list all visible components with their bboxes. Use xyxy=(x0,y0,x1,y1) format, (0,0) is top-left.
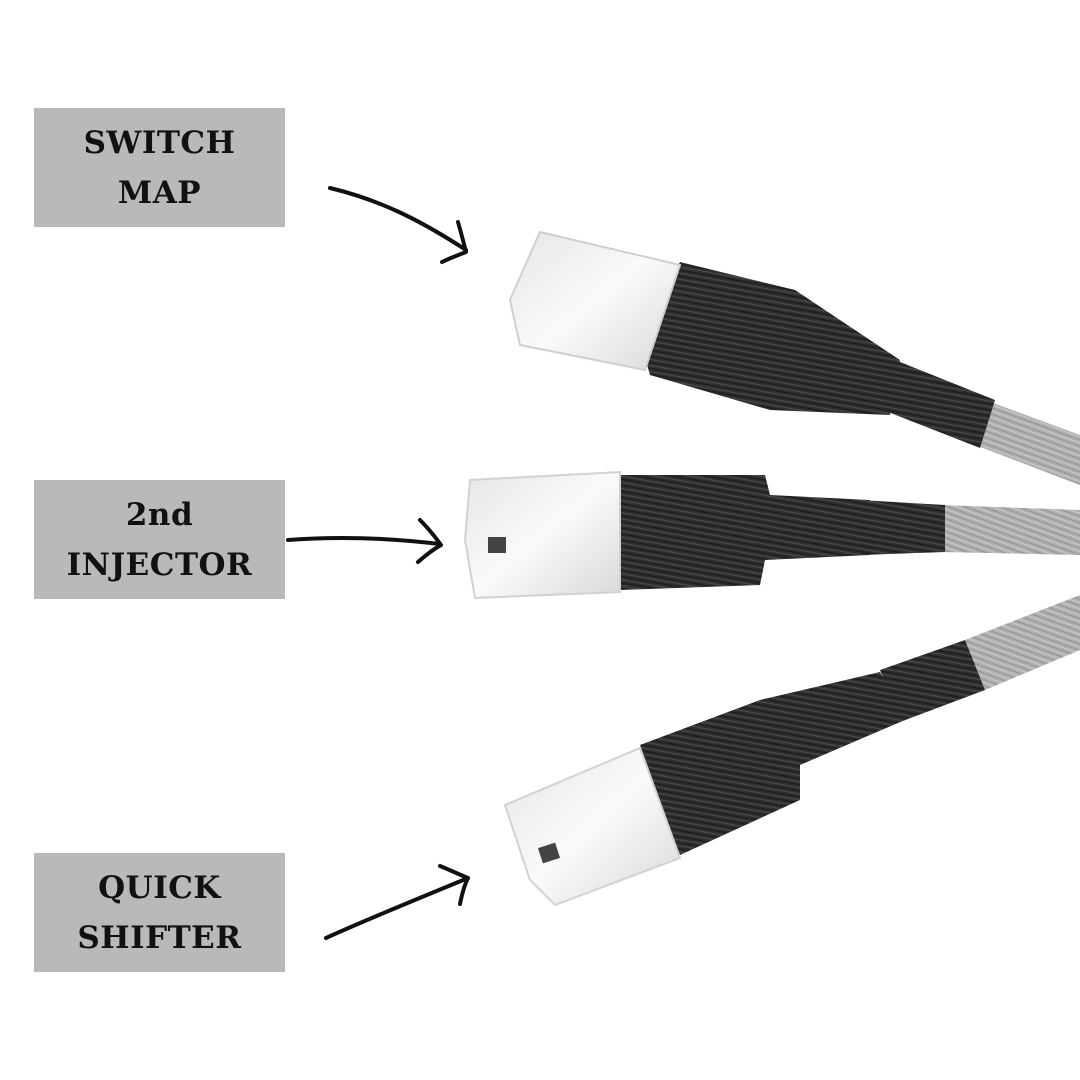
connector-switch-map xyxy=(508,230,1080,485)
label-quick-shifter-line1: QUICK xyxy=(98,869,221,906)
heatshrink-bottom xyxy=(640,672,905,855)
arrow-icon xyxy=(286,535,442,546)
heatshrink-middle xyxy=(615,475,870,590)
cable-middle xyxy=(940,505,1080,555)
heatshrink-top-small xyxy=(888,360,995,448)
label-switch-map: SWITCH MAP xyxy=(34,108,285,227)
label-2nd-injector: 2nd INJECTOR xyxy=(34,480,285,599)
arrow-injector xyxy=(286,518,443,564)
label-quick-shifter: QUICK SHIFTER xyxy=(34,853,285,972)
connector-icon xyxy=(503,746,682,907)
connector-icon xyxy=(508,230,682,372)
label-switch-map-line2: MAP xyxy=(117,174,202,211)
connector-quick-shifter xyxy=(503,595,1080,907)
connector-pin-bottom xyxy=(537,842,561,864)
arrow-head xyxy=(438,864,470,906)
label-injector-line1: 2nd xyxy=(125,496,194,533)
connector-injector xyxy=(463,470,1080,600)
arrow-icon xyxy=(324,876,470,940)
heatshrink-top xyxy=(640,262,900,415)
arrow-head xyxy=(440,220,468,264)
label-injector-line2: INJECTOR xyxy=(66,546,253,583)
arrow-quick-shifter xyxy=(324,864,470,940)
heatshrink-bottom-small xyxy=(880,640,985,722)
connector-pin-middle xyxy=(488,537,506,553)
label-quick-shifter-line2: SHIFTER xyxy=(77,919,242,956)
arrow-head xyxy=(416,518,443,564)
arrow-icon xyxy=(328,186,468,252)
heatshrink-middle-small xyxy=(860,500,945,555)
cable-bottom xyxy=(965,595,1080,690)
connector-icon xyxy=(463,470,621,600)
arrow-switch-map xyxy=(328,186,468,264)
label-switch-map-line1: SWITCH xyxy=(83,124,236,161)
cable-top xyxy=(975,400,1080,485)
